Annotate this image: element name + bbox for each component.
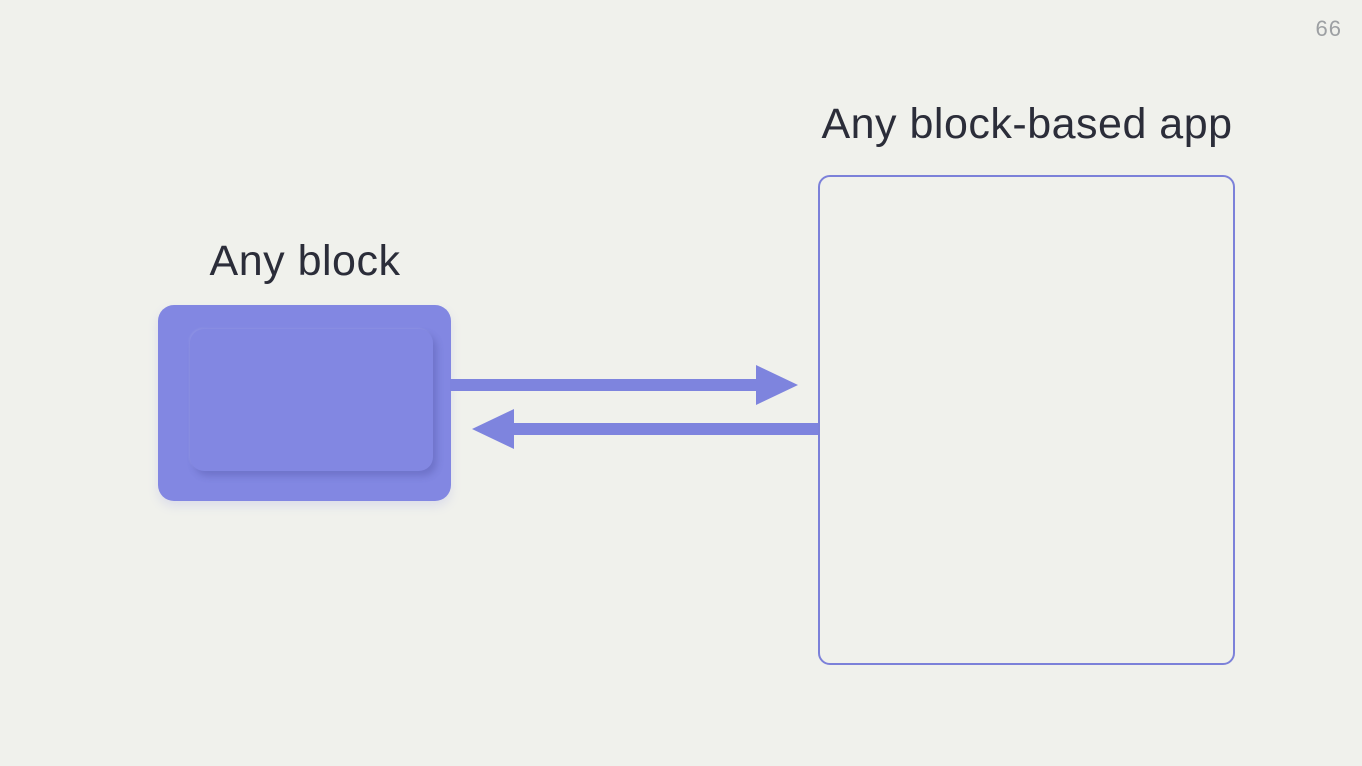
any-block-label: Any block xyxy=(209,237,401,285)
arrow-left-head-icon xyxy=(472,409,514,449)
any-block-shape xyxy=(158,305,451,501)
page-number: 66 xyxy=(1315,16,1342,41)
any-block-inner-shape xyxy=(190,329,433,471)
arrow-right-shaft xyxy=(450,379,758,391)
app-outline-box xyxy=(818,175,1235,665)
arrow-right-head-icon xyxy=(756,365,798,405)
arrow-left-shaft xyxy=(512,423,818,435)
any-block-based-app-label: Any block-based app xyxy=(821,100,1233,148)
